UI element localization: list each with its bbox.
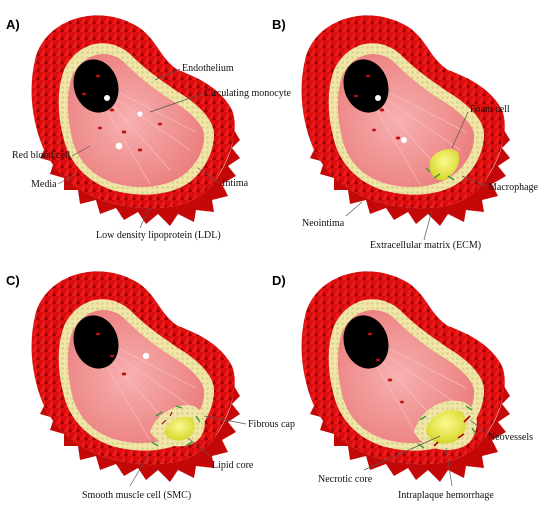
artery-vessel [31, 14, 241, 227]
monocyte [401, 137, 407, 143]
panel-letter: A) [6, 17, 20, 32]
panel-d: D) Neovessel [272, 270, 533, 501]
label-red-blood-cell: Red blood cell [12, 150, 71, 161]
macrophages [425, 167, 455, 181]
monocyte [142, 352, 150, 360]
red-blood-cells [368, 332, 404, 404]
artery-vessel [301, 14, 511, 227]
smooth-muscle-cells [417, 405, 477, 449]
monocyte [115, 142, 123, 150]
artery-vessel [31, 270, 241, 483]
monocyte [375, 95, 381, 101]
smooth-muscle-cells [151, 405, 201, 447]
panel-c: C) Fibrous cap [6, 270, 295, 501]
debris [161, 411, 173, 425]
label-smc: Smooth muscle cell (SMC) [82, 490, 191, 501]
foam-cell-cluster [429, 149, 460, 181]
lipid-core [164, 416, 195, 441]
label-lipid-core: Lipid core [212, 460, 254, 471]
necrotic-core [426, 410, 467, 444]
monocyte [137, 111, 143, 117]
red-blood-cells [82, 74, 162, 152]
label-ecm: Extracellular matrix (ECM) [370, 240, 481, 251]
label-neointima: Neointima [302, 218, 345, 229]
label-necrotic-core: Necrotic core [318, 474, 373, 485]
label-hemorrhage: Intraplaque hemorrhage [398, 490, 494, 501]
label-foam-cell: Foam cell [470, 104, 510, 115]
panel-letter: C) [6, 273, 20, 288]
label-media: Media [31, 179, 57, 190]
label-neovessels: Neovessels [488, 432, 533, 443]
label-intima: Intima [222, 178, 249, 189]
red-blood-cells [96, 332, 127, 376]
label-circulating-monocyte: Circulating monocyte [204, 88, 291, 99]
label-fibrous-cap: Fibrous cap [248, 419, 295, 430]
panel-letter: B) [272, 17, 286, 32]
neovessels [433, 415, 471, 447]
panel-a: A) Endothelium Circulating monocyte Red … [6, 14, 291, 241]
red-blood-cells [354, 74, 401, 140]
label-ldl: Low density lipoprotein (LDL) [96, 230, 221, 241]
monocyte [104, 95, 110, 101]
label-macrophage: Macrophage [488, 182, 539, 193]
artery-vessel [301, 270, 511, 483]
panel-b: B) Foam cell Macrophage Neoi [272, 14, 539, 251]
label-endothelium: Endothelium [182, 63, 234, 74]
panel-letter: D) [272, 273, 286, 288]
